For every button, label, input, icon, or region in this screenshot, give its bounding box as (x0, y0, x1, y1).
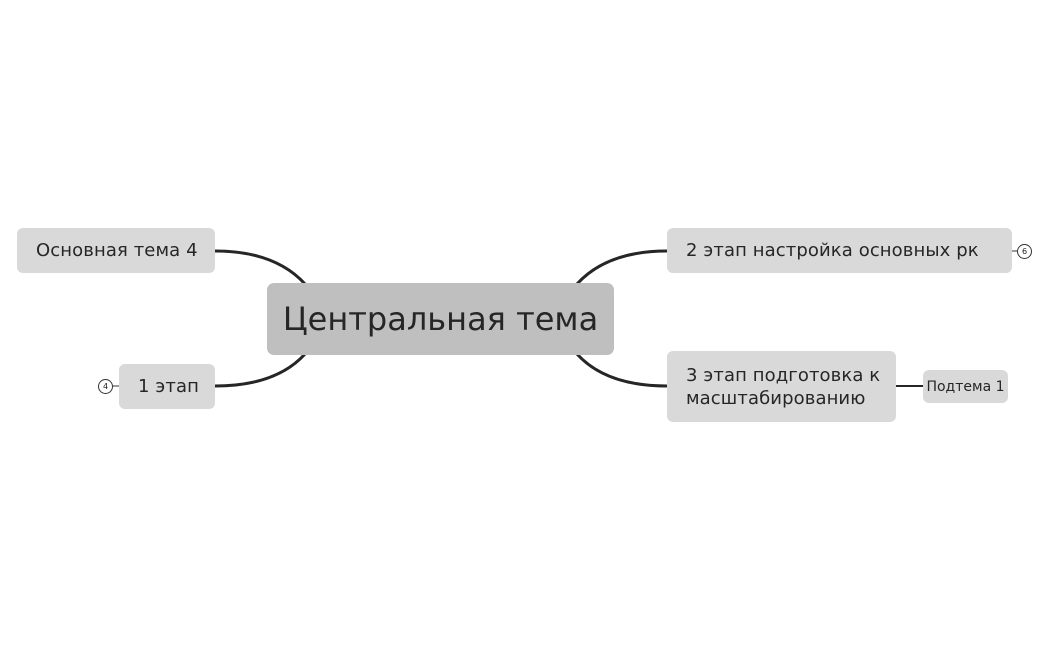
connector-line (214, 249, 307, 286)
topic-label: 1 этап (138, 376, 199, 397)
topic-label: Основная тема 4 (36, 240, 198, 261)
topic-label: 2 этап настройка основных рк (686, 240, 979, 261)
connector-line (575, 249, 668, 286)
topic-2-etap[interactable]: 2 этап настройка основных рк (667, 228, 1012, 273)
collapsed-count-badge[interactable]: 6 (1017, 244, 1032, 259)
topic-3-etap[interactable]: 3 этап подготовка к масштабированию (667, 351, 896, 422)
topic-1-etap[interactable]: 1 этап (119, 364, 215, 409)
central-topic[interactable]: Центральная тема (267, 283, 614, 355)
connector-line (575, 352, 668, 388)
topic-osnovnaya-tema-4[interactable]: Основная тема 4 (17, 228, 215, 273)
central-topic-label: Центральная тема (282, 300, 599, 338)
collapsed-count-badge[interactable]: 4 (98, 379, 113, 394)
subtopic-label: Подтема 1 (926, 378, 1005, 395)
topic-label-line2: масштабированию (686, 387, 866, 409)
subtopic-podtema-1[interactable]: Подтема 1 (923, 370, 1008, 403)
connector-line (214, 352, 307, 388)
topic-label-line1: 3 этап подготовка к (686, 364, 881, 386)
